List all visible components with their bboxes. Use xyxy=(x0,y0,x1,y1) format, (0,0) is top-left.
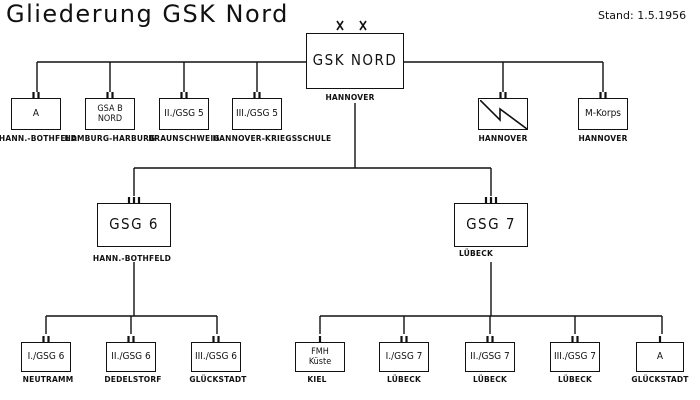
unit-name: FMH xyxy=(311,346,329,357)
unit-location: GLÜCKSTADT xyxy=(631,375,689,384)
hq-box-gsk-nord: GSK NORD xyxy=(306,33,404,89)
unit-name: GSA B xyxy=(97,103,123,114)
group-name: GSG 6 xyxy=(109,215,159,234)
unit-name: III./GSG 7 xyxy=(553,351,597,363)
unit-box-iii-gsg5: III./GSG 5 xyxy=(232,98,282,130)
corps-symbol-x xyxy=(359,20,367,31)
unit-location: KIEL xyxy=(307,375,327,384)
unit-box-i-gsg7: I./GSG 7 xyxy=(379,342,429,372)
unit-location: LÜBECK xyxy=(473,375,507,384)
unit-location: BRAUNSCHWEIG xyxy=(148,134,220,143)
group-location: HANN.-BOTHFELD xyxy=(92,254,172,263)
unit-box-a-bothfeld: A xyxy=(11,98,61,130)
chart-title: Gliederung GSK Nord xyxy=(6,0,289,28)
unit-box-fmh-kueste: FMH Küste xyxy=(295,342,345,372)
unit-location: LÜBECK xyxy=(387,375,421,384)
unit-box-iii-gsg6: III./GSG 6 xyxy=(191,342,241,372)
hq-name: GSK NORD xyxy=(312,51,398,70)
unit-box-ii-gsg6: II./GSG 6 xyxy=(106,342,156,372)
unit-name: I./GSG 7 xyxy=(385,351,423,363)
unit-box-iii-gsg7: III./GSG 7 xyxy=(550,342,600,372)
corps-symbol-x xyxy=(336,20,344,31)
unit-location: GLÜCKSTADT xyxy=(189,375,247,384)
unit-name: III./GSG 5 xyxy=(235,108,279,120)
unit-name: A xyxy=(656,351,664,363)
unit-box-ii-gsg5: II./GSG 5 xyxy=(159,98,209,130)
unit-box-signal xyxy=(478,98,528,130)
unit-box-i-gsg6: I./GSG 6 xyxy=(21,342,71,372)
group-name: GSG 7 xyxy=(466,215,516,234)
unit-location: DEDELSTORF xyxy=(104,375,162,384)
unit-name: Küste xyxy=(308,357,332,367)
unit-box-m-korps: M-Korps xyxy=(578,98,628,130)
unit-box-ii-gsg7: II./GSG 7 xyxy=(465,342,515,372)
signal-unit-icon xyxy=(479,99,527,129)
stand-date: Stand: 1.5.1956 xyxy=(598,9,687,22)
group-location: LÜBECK xyxy=(459,249,493,258)
group-box-gsg7: GSG 7 xyxy=(454,203,528,247)
unit-box-gsa-b-nord: GSA B NORD xyxy=(85,98,135,130)
hq-location: HANNOVER xyxy=(325,93,375,102)
unit-location: HANNOVER xyxy=(578,134,628,143)
unit-name: II./GSG 7 xyxy=(470,351,510,363)
unit-box-a-glueckstadt: A xyxy=(636,342,684,372)
unit-name: I./GSG 6 xyxy=(27,351,65,363)
unit-name: NORD xyxy=(97,114,123,124)
unit-name: II./GSG 5 xyxy=(164,108,204,120)
unit-name: II./GSG 6 xyxy=(111,351,151,363)
unit-name: III./GSG 6 xyxy=(194,351,238,363)
unit-name: A xyxy=(32,108,40,120)
unit-location: NEUTRAMM xyxy=(22,375,74,384)
group-box-gsg6: GSG 6 xyxy=(97,203,171,247)
unit-location: HANN.-BOTHFELD xyxy=(0,134,78,143)
unit-location: HANNOVER-KRIEGSSCHULE xyxy=(212,134,332,143)
unit-location: HAMBURG-HARBURG xyxy=(64,134,156,143)
unit-name: M-Korps xyxy=(584,108,621,120)
unit-location: HANNOVER xyxy=(478,134,528,143)
unit-location: LÜBECK xyxy=(558,375,592,384)
